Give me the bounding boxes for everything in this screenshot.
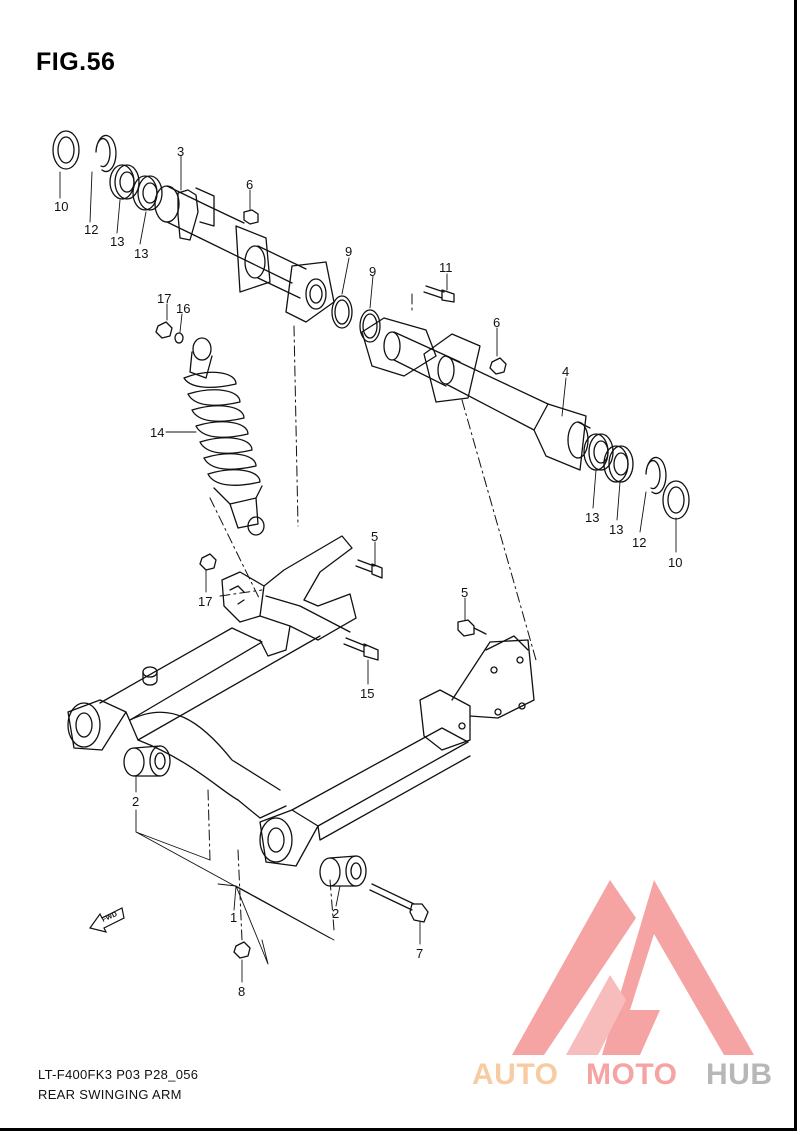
part-label: 11 [439, 260, 453, 275]
part-label: 10 [54, 199, 68, 214]
part-label: 17 [198, 594, 212, 609]
bearing-right-outer [603, 445, 634, 483]
part-label: 1 [230, 910, 237, 925]
forward-direction-arrow: FWD [88, 907, 125, 933]
pivot-sleeve-left [154, 185, 293, 284]
o-ring-left [331, 295, 353, 329]
part-label: 9 [345, 244, 352, 259]
circlip-left [95, 134, 117, 173]
oil-seal-left [52, 130, 80, 170]
pivot-flange-left [235, 225, 307, 299]
part-label: 17 [157, 291, 171, 306]
part-label: 13 [609, 522, 623, 537]
circlip-right [645, 456, 667, 495]
bolt-6-upper [243, 209, 259, 225]
part-label: 3 [177, 144, 184, 159]
part-label: 9 [369, 264, 376, 279]
part-label: 13 [134, 246, 148, 261]
nut-8 [233, 941, 251, 959]
part-label: 6 [493, 315, 500, 330]
pivot-flange-right [285, 261, 335, 323]
leader-lines [59, 155, 677, 983]
part-label: 12 [84, 222, 98, 237]
bolt-5-upper [355, 559, 383, 579]
bearing-left-outer [109, 164, 140, 200]
o-ring-right [359, 309, 381, 343]
part-label: 12 [632, 535, 646, 550]
part-label: 13 [110, 234, 124, 249]
model-code-caption: LT-F400FK3 P03 P28_056 [38, 1067, 199, 1082]
bolt-5-lower [457, 619, 487, 637]
part-label: 4 [562, 364, 569, 379]
part-label: 5 [371, 529, 378, 544]
pivot-tube-right [361, 317, 591, 471]
bolt-7 [369, 883, 429, 923]
rear-shock-absorber [183, 337, 265, 536]
automotohub-watermark: AUTO MOTO HUB [472, 880, 773, 1091]
part-label: 10 [668, 555, 682, 570]
watermark-word-moto: MOTO [586, 1058, 677, 1091]
watermark-word-hub: HUB [706, 1058, 773, 1091]
oil-seal-right [662, 480, 690, 520]
part-number-labels: 10 12 13 13 3 6 9 9 11 6 4 17 16 14 13 1… [54, 144, 682, 999]
part-label: 13 [585, 510, 599, 525]
bolt-11 [423, 285, 455, 303]
watermark-word-auto: AUTO [472, 1058, 558, 1091]
part-label: 16 [176, 301, 190, 316]
bushing-2-rear [319, 855, 367, 887]
part-label: 2 [332, 906, 339, 921]
nut-17-upper [155, 321, 173, 339]
nut-6-right [489, 357, 507, 375]
washer-16 [174, 332, 184, 344]
part-label: 6 [246, 177, 253, 192]
part-label: 8 [238, 984, 245, 999]
bushing-2-front [123, 745, 171, 777]
bolt-15 [343, 637, 379, 661]
watermark-triangle-logo [512, 880, 754, 1055]
part-label: 15 [360, 686, 374, 701]
part-label: 7 [416, 946, 423, 961]
nut-17-lower [199, 553, 217, 571]
part-label: 14 [150, 425, 164, 440]
part-label: 5 [461, 585, 468, 600]
figure-title: FIG.56 [36, 48, 116, 76]
part-label: 2 [132, 794, 139, 809]
assembly-name-caption: REAR SWINGING ARM [38, 1087, 182, 1102]
